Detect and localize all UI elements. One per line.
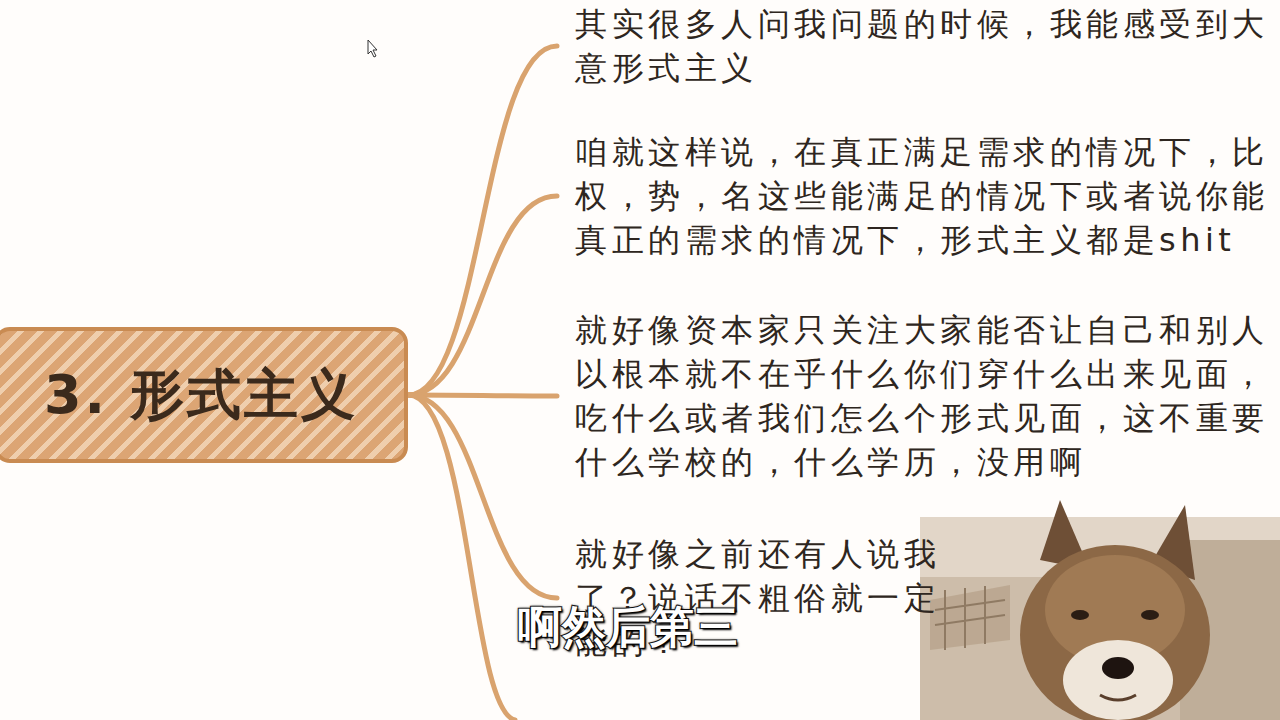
video-subtitle: 啊然后第三 [518,598,738,657]
branch-note: 其实很多人问我问题的时候，我能感受到大 意形式主义 [575,2,1275,90]
branch-line [408,46,557,395]
branch-line [408,395,557,396]
note-text: 咱就这样说，在真正满足需求的情况下，比 权，势，名这些能满足的情况下或者说你能 … [575,130,1275,262]
note-text: 其实很多人问我问题的时候，我能感受到大 意形式主义 [575,2,1275,90]
branch-line [408,395,557,598]
note-text: 就好像资本家只关注大家能否让自己和别人 以根本就不在乎什么你们穿什么出来见面， … [575,308,1275,484]
dog-photo [920,500,1280,720]
cursor-icon [368,40,377,57]
topic-title: 3. 形式主义 [44,359,358,432]
branch-note: 咱就这样说，在真正满足需求的情况下，比 权，势，名这些能满足的情况下或者说你能 … [575,130,1275,262]
branch-line [408,196,557,395]
branch-note: 就好像资本家只关注大家能否让自己和别人 以根本就不在乎什么你们穿什么出来见面， … [575,308,1275,484]
topic-box: 3. 形式主义 [0,327,408,463]
